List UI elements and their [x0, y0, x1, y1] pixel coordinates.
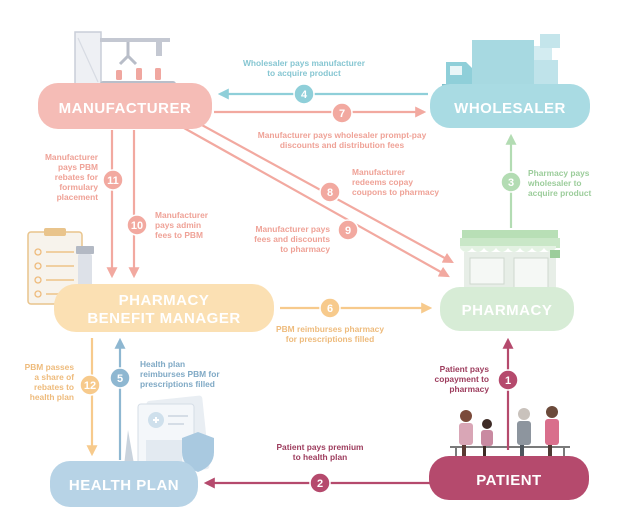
step-number: 1	[505, 375, 511, 387]
caption-line: coupons to pharmacy	[352, 187, 439, 197]
step-badge-10: 10	[126, 214, 148, 236]
caption-line: Wholesaler pays manufacturer	[243, 58, 366, 68]
caption-line: fees and discounts	[254, 234, 330, 244]
caption-line: formulary	[59, 182, 98, 192]
factory-assembly-line-icon	[74, 31, 176, 93]
caption-line: pays admin	[155, 220, 201, 230]
caption-line: to acquire product	[267, 68, 341, 78]
caption-line: Manufacturer pays	[256, 224, 331, 234]
delivery-truck-icon	[442, 34, 560, 96]
wholesaler-node: WHOLESALER	[430, 84, 590, 128]
step-number: 10	[131, 220, 143, 232]
caption-line: rebates for	[55, 172, 99, 182]
pharmacy-storefront-icon	[460, 230, 560, 293]
caption-line: Manufacturer	[352, 167, 406, 177]
step-number: 5	[117, 373, 123, 385]
caption-line: reimburses PBM for	[140, 369, 220, 379]
caption-line: Manufacturer pays wholesaler prompt-pay	[258, 130, 427, 140]
caption-line: Manufacturer	[155, 210, 209, 220]
step-badge-12: 12	[79, 374, 101, 396]
pbm-label-line2: BENEFIT MANAGER	[87, 310, 240, 327]
step-badge-6: 6	[319, 297, 341, 319]
manufacturer-node: MANUFACTURER	[38, 83, 212, 129]
step-number: 6	[327, 303, 333, 315]
manufacturer-label: MANUFACTURER	[59, 100, 192, 117]
pbm-node: PHARMACY BENEFIT MANAGER	[54, 284, 274, 332]
caption-line: PBM reimburses pharmacy	[276, 324, 384, 334]
caption-line: pays PBM	[58, 162, 98, 172]
pharmacy-node: PHARMACY	[440, 287, 574, 331]
patient-label: PATIENT	[476, 472, 541, 489]
wholesaler-label: WHOLESALER	[454, 100, 566, 117]
caption-line: rebates to	[34, 382, 74, 392]
patient-node: PATIENT	[429, 456, 589, 500]
caption-line: a share of	[34, 372, 74, 382]
step-number: 3	[508, 177, 514, 189]
caption-line: fees to PBM	[155, 230, 203, 240]
patients-seated-icon	[450, 406, 570, 462]
pbm-label-line1: PHARMACY	[119, 292, 210, 309]
caption-line: Manufacturer	[45, 152, 99, 162]
step-number: 8	[327, 187, 333, 199]
caption-line: PBM passes	[25, 362, 75, 372]
caption-line: copayment to	[435, 374, 489, 384]
flow-arrow-9	[183, 127, 450, 278]
step-badge-11: 11	[102, 169, 124, 191]
step-badge-5: 5	[109, 367, 131, 389]
caption-line: pharmacy	[449, 384, 489, 394]
step-badge-4: 4	[293, 83, 315, 105]
step-badge-1: 1	[497, 369, 519, 391]
step-number: 11	[107, 175, 119, 187]
caption-line: to pharmacy	[280, 244, 330, 254]
caption-line: Patient pays	[440, 364, 490, 374]
caption-line: Patient pays premium	[276, 442, 363, 452]
caption-line: wholesaler to	[527, 178, 582, 188]
caption-line: for prescriptions filled	[286, 334, 374, 344]
caption-line: acquire product	[528, 188, 591, 198]
step-number: 7	[339, 108, 345, 120]
health-plan-label: HEALTH PLAN	[69, 477, 179, 494]
caption-line: Pharmacy pays	[528, 168, 590, 178]
step-badge-9: 9	[337, 219, 359, 241]
caption-line: to health plan	[293, 452, 347, 462]
step-badge-3: 3	[500, 171, 522, 193]
step-number: 12	[84, 380, 96, 392]
pharmacy-label: PHARMACY	[462, 302, 553, 319]
caption-line: prescriptions filled	[140, 379, 215, 389]
step-badge-8: 8	[319, 181, 341, 203]
insurance-form-shield-icon	[124, 395, 214, 475]
step-number: 4	[301, 89, 308, 101]
health-plan-node: HEALTH PLAN	[50, 461, 198, 507]
caption-line: discounts and distribution fees	[280, 140, 405, 150]
caption-line: Health plan	[140, 359, 185, 369]
caption-line: placement	[57, 192, 99, 202]
caption-line: health plan	[30, 392, 74, 402]
step-badge-2: 2	[309, 472, 331, 494]
step-number: 9	[345, 225, 351, 237]
step-badge-7: 7	[331, 102, 353, 124]
caption-line: redeems copay	[352, 177, 413, 187]
step-number: 2	[317, 478, 323, 490]
